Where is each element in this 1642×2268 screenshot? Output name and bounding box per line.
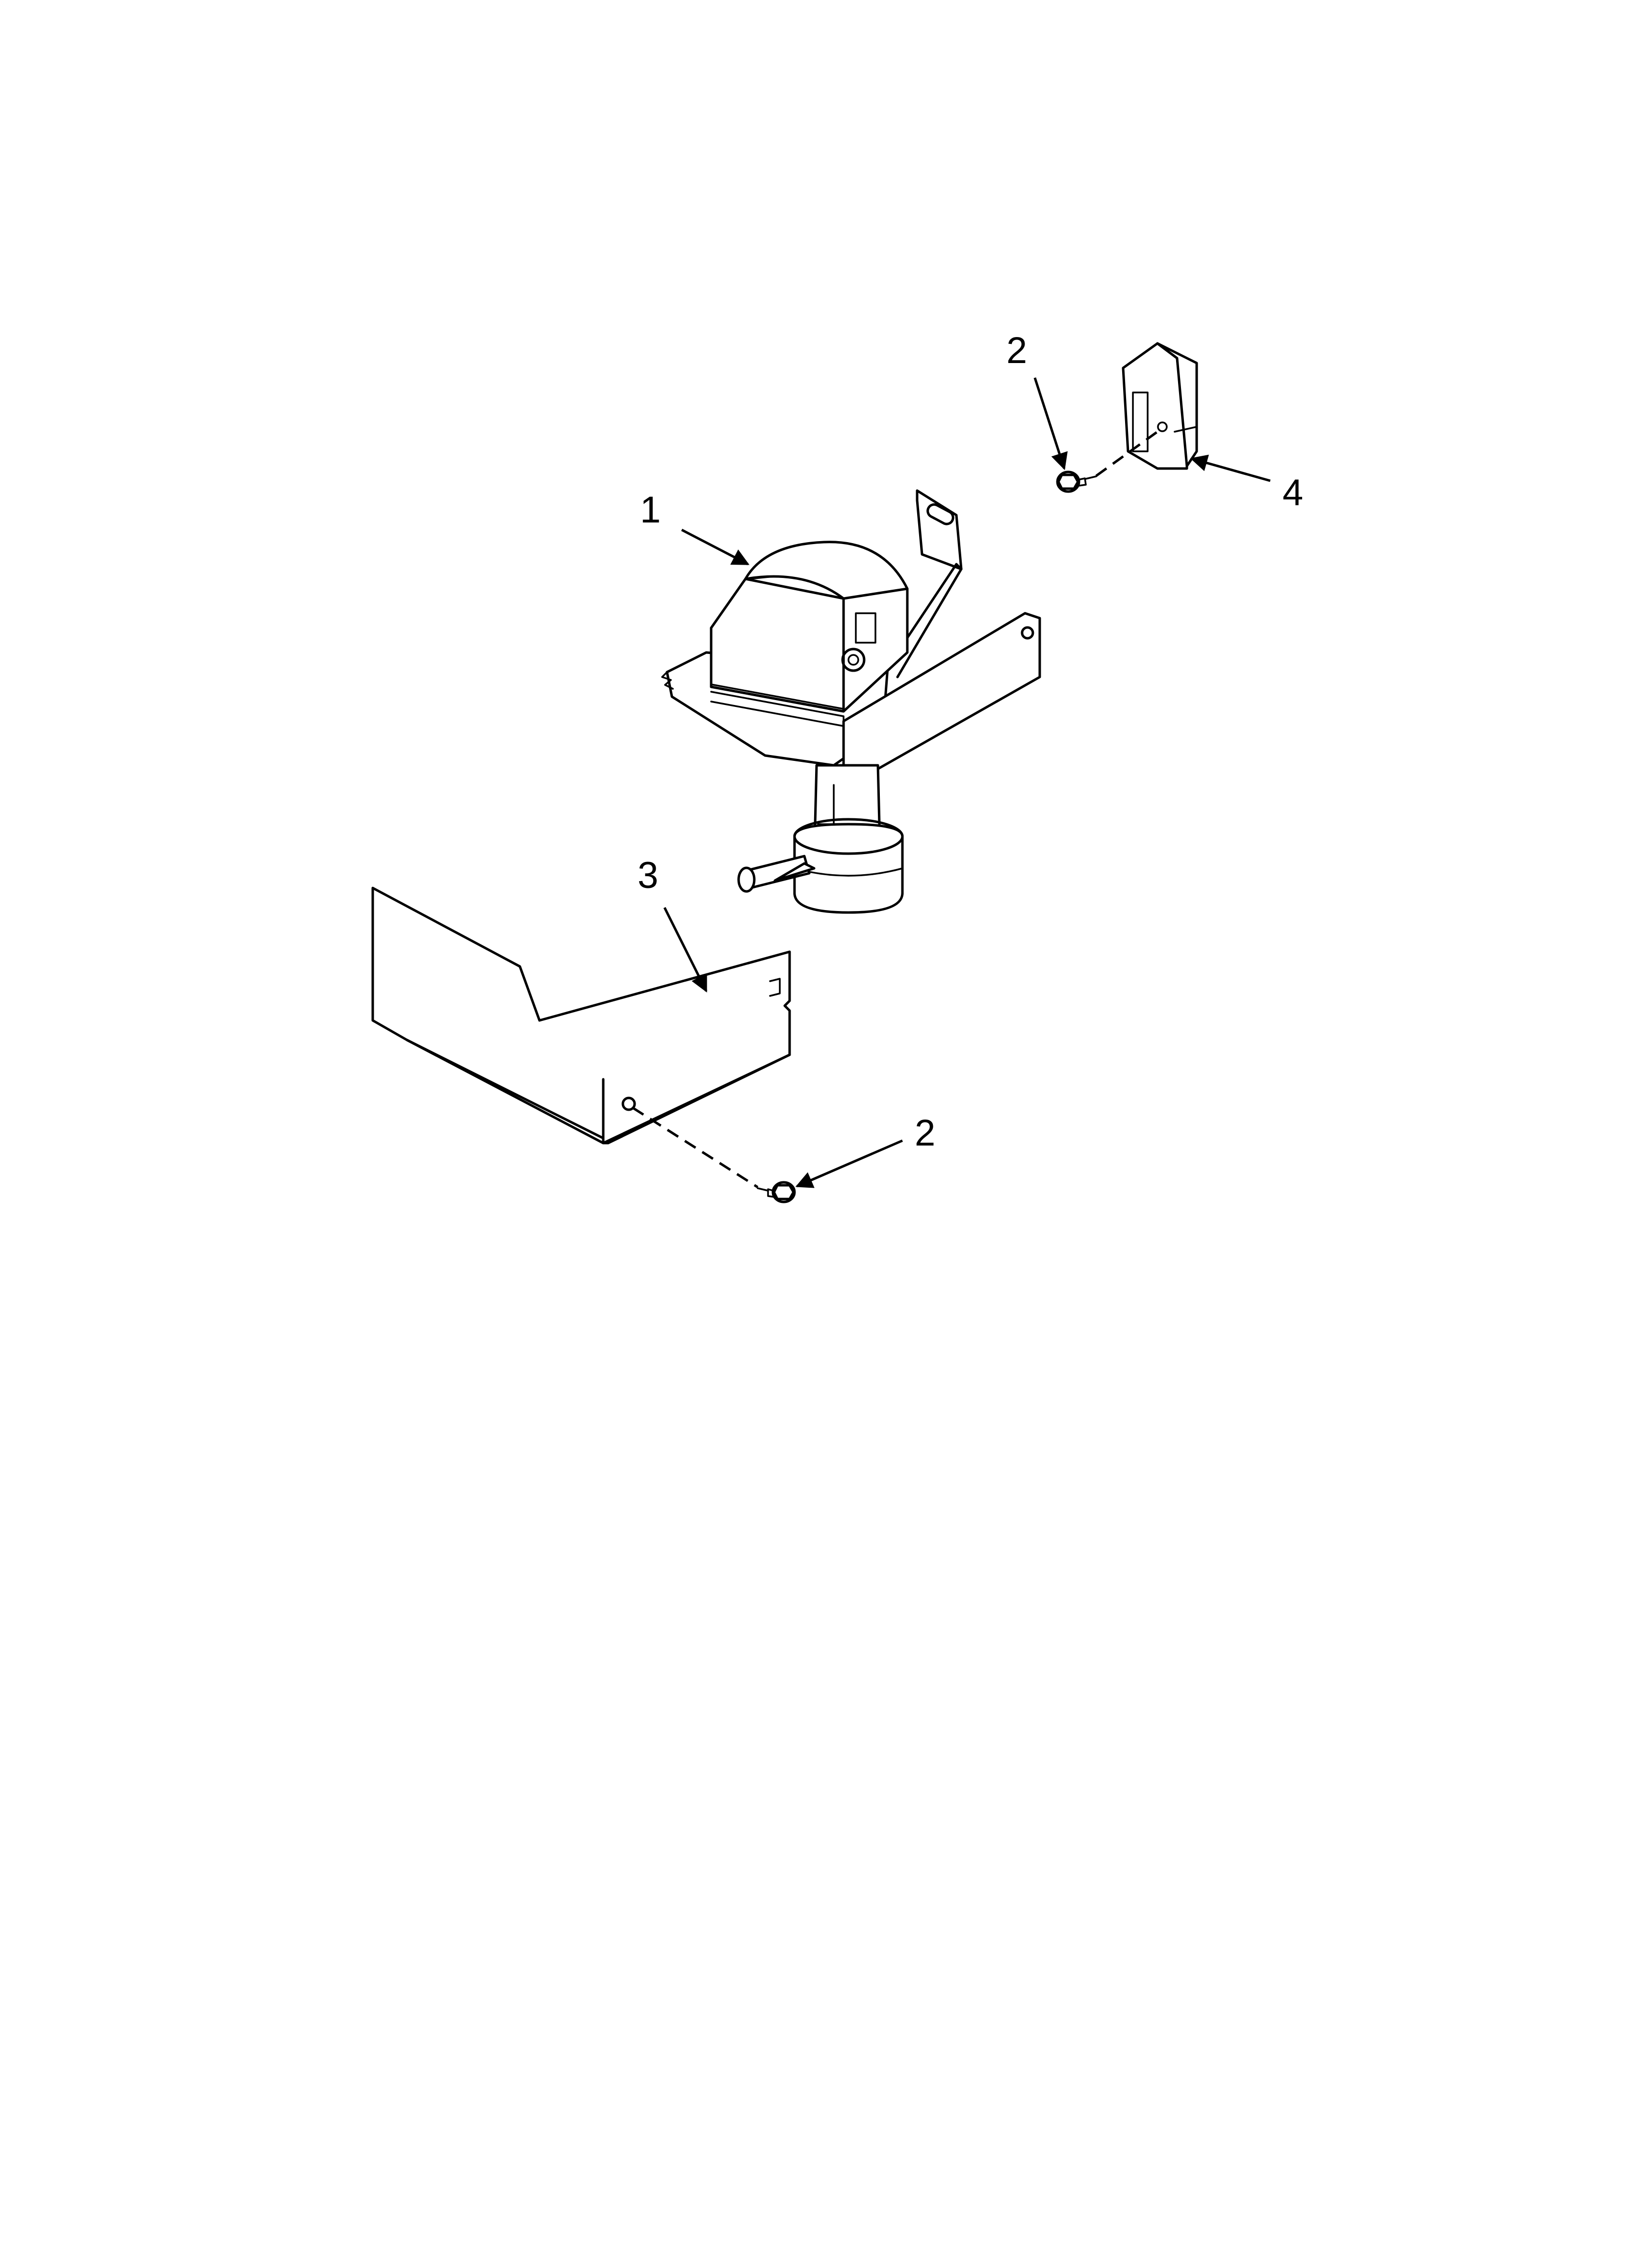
- screw-lower: [757, 1181, 796, 1203]
- callout-2-lower: 2: [915, 1112, 935, 1154]
- callout-2-upper: 2: [1006, 330, 1027, 371]
- assembly-line-upper: [1095, 430, 1158, 477]
- leader-4: [1190, 454, 1271, 482]
- shield-panel: [371, 886, 791, 1145]
- leader-2b: [795, 1139, 903, 1188]
- screw-upper: [1056, 470, 1097, 493]
- pump-assembly: [661, 489, 1041, 914]
- leader-2a: [1033, 377, 1068, 470]
- leader-3: [663, 907, 708, 993]
- assembly-line-lower: [632, 1106, 759, 1189]
- callout-1: 1: [640, 489, 661, 531]
- callout-3: 3: [638, 855, 658, 896]
- mounting-bracket: [1122, 342, 1198, 470]
- callout-4: 4: [1283, 472, 1303, 514]
- leader-1: [681, 528, 750, 566]
